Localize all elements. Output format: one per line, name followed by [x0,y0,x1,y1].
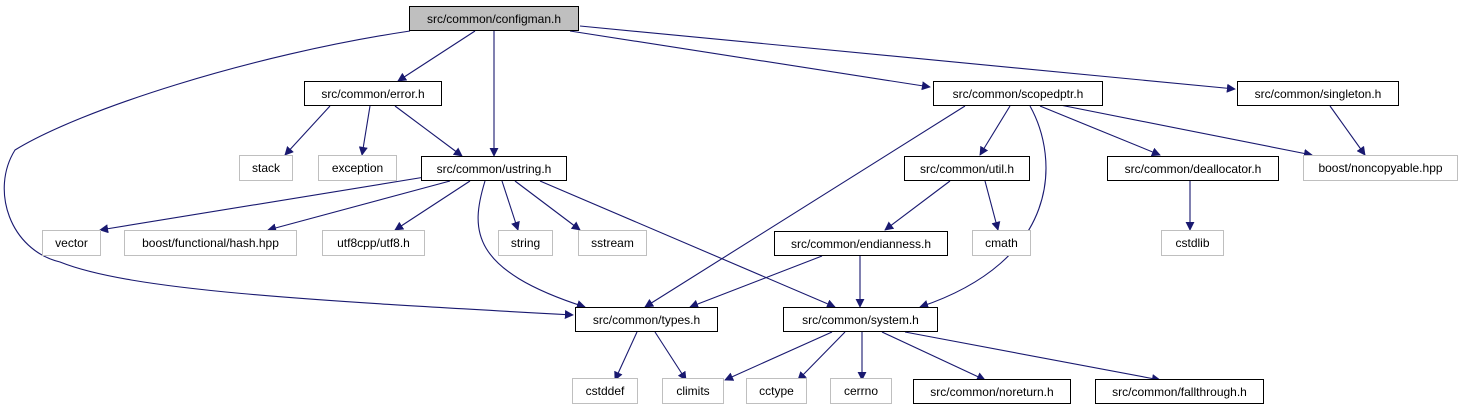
edge-endianness-types [689,255,823,309]
edge-util-cmath [984,180,1001,231]
edge-system-fallthrough [904,331,1161,383]
node-stack[interactable]: stack [239,155,293,181]
node-cctype[interactable]: cctype [746,378,807,404]
edge-configman-error [397,30,476,82]
edge-error-ustring [394,105,463,157]
edge-ustring-types [477,180,586,309]
node-noreturn[interactable]: src/common/noreturn.h [913,379,1071,404]
edge-singleton-noncopyable [1329,105,1366,156]
edge-error-stack [284,105,331,156]
node-climits[interactable]: climits [662,378,724,404]
node-utf8[interactable]: utf8cpp/utf8.h [322,230,425,256]
node-cmath[interactable]: cmath [972,230,1031,256]
node-hash[interactable]: boost/functional/hash.hpp [124,230,297,256]
edge-ustring-utf8 [394,180,471,231]
edge-types-climits [654,331,687,381]
edge-scopedptr-util [979,105,1011,156]
edge-configman-types [3,30,574,320]
edge-ustring-system [539,180,836,308]
node-deallocator[interactable]: src/common/deallocator.h [1107,156,1279,181]
node-exception[interactable]: exception [318,155,397,181]
edge-system-cctype [797,331,846,381]
edge-ustring-sstream [514,180,581,231]
node-cstdlib[interactable]: cstdlib [1161,230,1224,256]
node-string[interactable]: string [498,230,553,256]
node-sstream[interactable]: sstream [578,230,647,256]
edge-ustring-hash [267,180,451,233]
node-scopedptr[interactable]: src/common/scopedptr.h [933,81,1103,106]
node-util[interactable]: src/common/util.h [904,156,1030,181]
edge-scopedptr-types [644,105,966,308]
edge-configman-scopedptr [569,30,931,91]
node-endianness[interactable]: src/common/endianness.h [774,231,948,256]
node-cstddef[interactable]: cstddef [572,378,638,404]
edge-error-exception [358,105,371,156]
edge-ustring-vector [99,176,426,234]
edge-scopedptr-noncopyable [1054,103,1313,158]
edge-configman-singleton [579,25,1236,93]
node-configman[interactable]: src/common/configman.h [409,6,579,31]
node-fallthrough[interactable]: src/common/fallthrough.h [1095,379,1264,404]
edge-system-noreturn [881,331,986,381]
node-vector[interactable]: vector [42,230,101,256]
node-error[interactable]: src/common/error.h [304,81,442,106]
edge-types-cstddef [614,331,638,381]
edge-system-climits [724,331,833,381]
edge-scopedptr-system [919,105,1047,309]
node-types[interactable]: src/common/types.h [575,307,718,332]
node-cerrno[interactable]: cerrno [830,378,892,404]
node-singleton[interactable]: src/common/singleton.h [1237,81,1399,106]
node-system[interactable]: src/common/system.h [783,307,938,332]
edge-ustring-string [501,180,520,231]
edge-util-endianness [884,180,951,231]
node-ustring[interactable]: src/common/ustring.h [421,156,567,181]
node-noncopyable[interactable]: boost/noncopyable.hpp [1303,155,1458,181]
edge-scopedptr-deallocator [1039,105,1161,157]
